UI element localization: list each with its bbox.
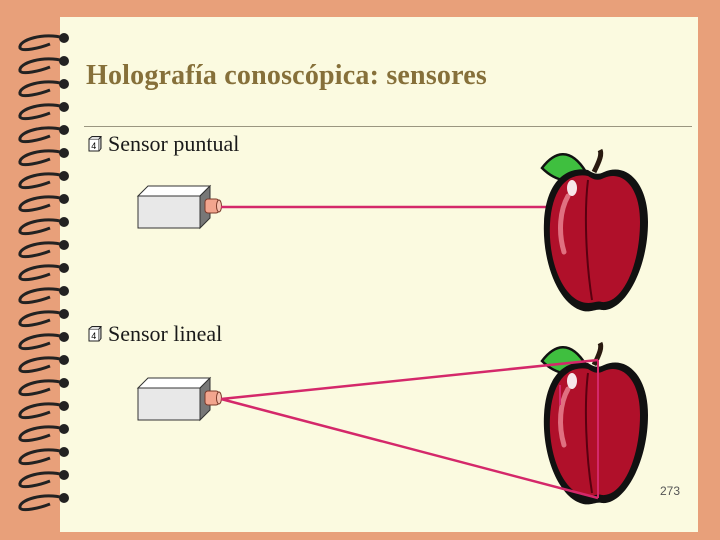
- binding-hole: [59, 79, 69, 89]
- binding-hole: [59, 424, 69, 434]
- laser-beam-lower: [220, 397, 599, 500]
- binding-ring: [18, 103, 65, 121]
- binding-ring: [18, 195, 65, 213]
- bullet-sensor-lineal: 4 Sensor lineal: [88, 321, 222, 347]
- svg-text:4: 4: [91, 141, 96, 151]
- sensor-box: [137, 377, 222, 421]
- binding-ring: [18, 218, 65, 236]
- spiral-binding: [18, 33, 69, 512]
- binding-ring: [18, 126, 65, 144]
- binding-ring: [18, 287, 65, 305]
- binding-ring: [18, 57, 65, 75]
- laser-beam-upper: [220, 358, 599, 401]
- binding-ring: [18, 379, 65, 397]
- binding-ring: [18, 80, 65, 98]
- binding-hole: [59, 148, 69, 158]
- binding-ring: [18, 471, 65, 489]
- binding-hole: [59, 217, 69, 227]
- binding-ring: [18, 241, 65, 259]
- svg-text:4: 4: [91, 331, 96, 341]
- binding-hole: [59, 263, 69, 273]
- line-sensor-diagram: [137, 343, 648, 504]
- binding-ring: [18, 494, 65, 512]
- page-number: 273: [660, 484, 681, 498]
- bullet-sensor-puntual: 4 Sensor puntual: [88, 131, 239, 157]
- binding-hole: [59, 332, 69, 342]
- binding-hole: [59, 493, 69, 503]
- numbered-box-icon: 4: [88, 326, 102, 342]
- binding-hole: [59, 171, 69, 181]
- sensor-box: [137, 185, 222, 229]
- apple-image: [542, 150, 648, 311]
- slide-title: Holografía conoscópica: sensores: [86, 60, 487, 91]
- point-sensor-diagram: [137, 150, 648, 311]
- binding-ring: [18, 149, 65, 167]
- apple-image: [542, 343, 648, 504]
- binding-hole: [59, 240, 69, 250]
- bullet-label: Sensor puntual: [108, 131, 240, 156]
- binding-ring: [18, 333, 65, 351]
- binding-hole: [59, 470, 69, 480]
- binding-ring: [18, 310, 65, 328]
- binding-ring: [18, 425, 65, 443]
- numbered-box-icon: 4: [88, 136, 102, 152]
- binding-hole: [59, 378, 69, 388]
- binding-hole: [59, 309, 69, 319]
- binding-hole: [59, 194, 69, 204]
- bullet-label: Sensor lineal: [108, 321, 223, 346]
- binding-hole: [59, 401, 69, 411]
- binding-hole: [59, 56, 69, 66]
- binding-ring: [18, 34, 65, 52]
- binding-hole: [59, 286, 69, 296]
- binding-hole: [59, 33, 69, 43]
- binding-ring: [18, 402, 65, 420]
- binding-hole: [59, 102, 69, 112]
- binding-hole: [59, 355, 69, 365]
- binding-hole: [59, 447, 69, 457]
- binding-ring: [18, 356, 65, 374]
- binding-ring: [18, 448, 65, 466]
- binding-ring: [18, 172, 65, 190]
- binding-hole: [59, 125, 69, 135]
- title-divider: [84, 126, 692, 127]
- binding-ring: [18, 264, 65, 282]
